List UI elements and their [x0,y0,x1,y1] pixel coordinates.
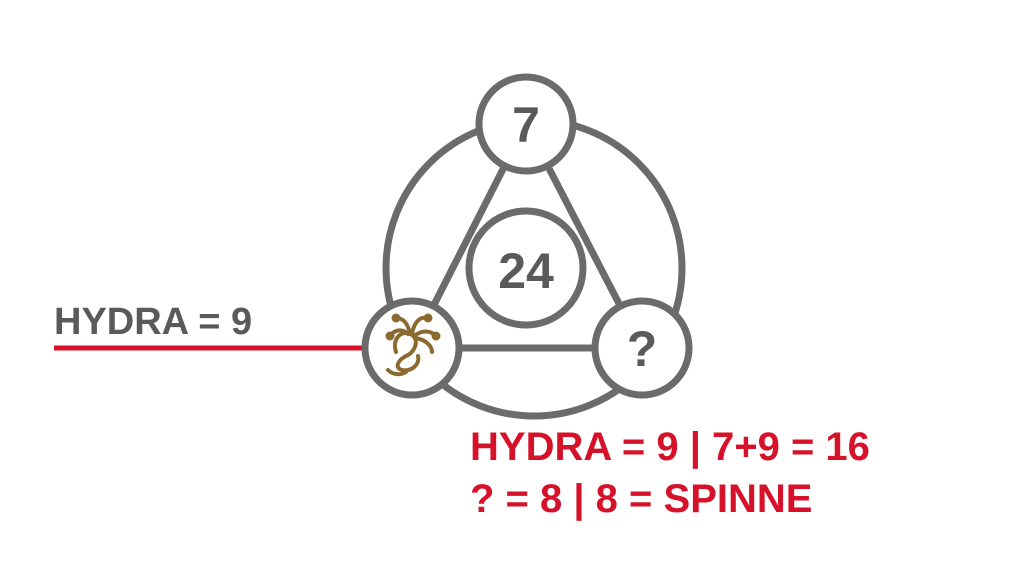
hydra-icon [385,313,441,377]
solution-line-1: HYDRA = 9 | 7+9 = 16 [470,425,870,469]
node-center [465,207,587,329]
triangle-connector [408,120,646,352]
node-right [591,297,693,399]
node-left [361,297,463,399]
hydra-label: HYDRA = 9 [54,301,252,343]
node-right-value: ? [627,321,658,377]
node-top [475,73,577,175]
node-top-value: 7 [512,97,540,153]
node-center-value: 24 [498,243,554,299]
solution-line-2: ? = 8 | 8 = SPINNE [470,477,812,521]
